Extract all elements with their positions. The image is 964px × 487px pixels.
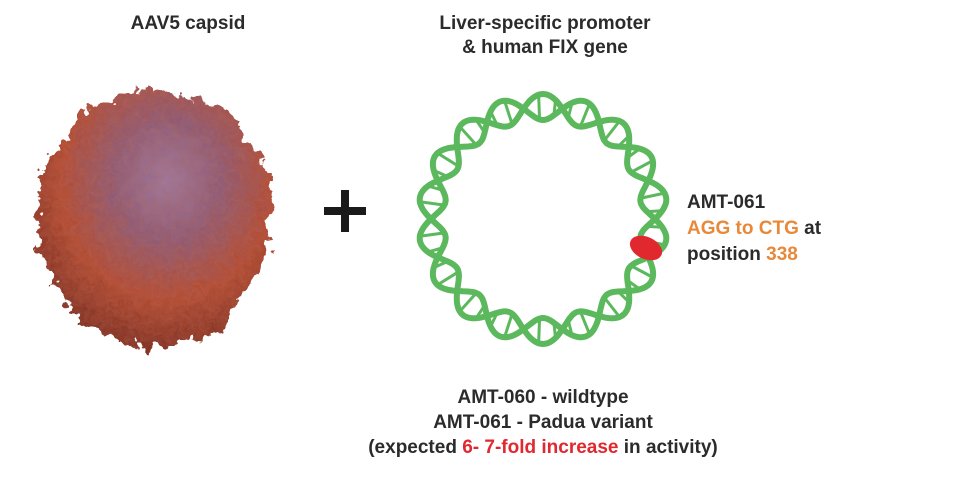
- capsid-title: AAV5 capsid: [130, 13, 246, 34]
- mutation-position-number: 338: [766, 244, 798, 265]
- dna-rung: [438, 152, 458, 167]
- variant-line1: AMT-060 - wildtype: [457, 387, 629, 408]
- mutation-change-line: AGG to CTG at: [687, 216, 821, 242]
- dna-rung: [438, 271, 458, 286]
- dna-rung: [631, 160, 652, 173]
- dna-rung: [459, 293, 477, 312]
- dna-strand-inner: [416, 91, 670, 341]
- variant-line3-highlight: 6- 7-fold increase: [462, 437, 619, 458]
- plasmid-dna-ring: [416, 91, 670, 347]
- dna-rung: [421, 231, 443, 238]
- plus-icon: [324, 190, 366, 232]
- dna-rung: [537, 96, 541, 118]
- aav5-capsid-image: [38, 88, 273, 350]
- dna-rung: [421, 200, 443, 207]
- dna-rung: [579, 312, 591, 334]
- plasmid-title-line1: Liver-specific promoter: [439, 13, 651, 34]
- mutation-position-line: position 338: [687, 242, 821, 268]
- dna-rung: [631, 265, 652, 278]
- mutation-at: at: [798, 218, 822, 239]
- variant-description: AMT-060 - wildtype AMT-061 - Padua varia…: [300, 385, 786, 460]
- mutation-marker: [629, 235, 663, 261]
- variant-line3: (expected 6- 7-fold increase in activity…: [300, 435, 786, 460]
- dna-rung: [579, 104, 591, 126]
- dna-rung: [604, 121, 620, 140]
- dna-rung: [641, 192, 664, 200]
- dna-rung: [503, 315, 514, 336]
- mutation-position-word: position: [687, 244, 767, 265]
- dna-rung: [604, 298, 620, 317]
- mutation-name: AMT-061: [687, 192, 766, 213]
- mutation-change: AGG to CTG: [687, 218, 799, 239]
- variant-line3-post: in activity): [618, 437, 718, 458]
- dna-rung: [537, 320, 541, 342]
- plasmid-title: Liver-specific promoter & human FIX gene: [400, 12, 690, 60]
- dna-helix: [416, 91, 670, 347]
- variant-line2: AMT-061 - Padua variant: [433, 412, 653, 433]
- dna-rung: [503, 102, 514, 123]
- variant-line3-pre: (expected: [368, 437, 463, 458]
- plasmid-title-line2: & human FIX gene: [462, 37, 628, 58]
- dna-rung: [459, 126, 477, 145]
- mutation-label: AMT-061 AGG to CTG at position 338: [687, 190, 821, 268]
